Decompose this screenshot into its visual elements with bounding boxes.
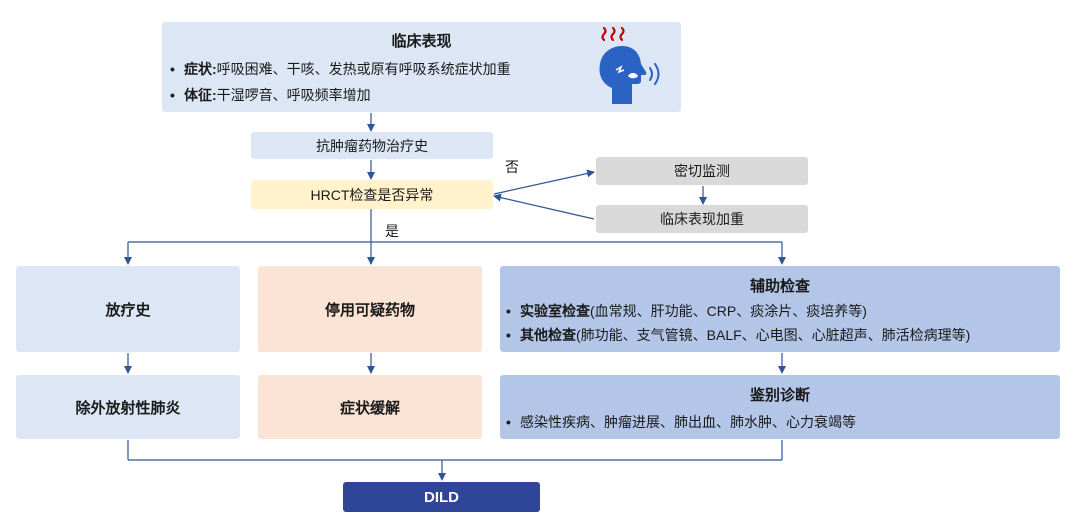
hrct-label: HRCT检查是否异常 [310,186,434,203]
radiotherapy-box: 放疗史 [16,266,240,352]
aux-exam-box: 辅助检查 •实验室检查(血常规、肝功能、CRP、痰涂片、痰培养等) •其他检查(… [500,266,1060,352]
dild-label: DILD [424,488,459,506]
hrct-box: HRCT检查是否异常 [251,180,493,209]
no-label: 否 [505,159,519,175]
stop-drug-box: 停用可疑药物 [258,266,482,352]
radiotherapy-label: 放疗史 [105,301,151,319]
symptoms-line: •症状:呼吸困难、干咳、发热或原有呼吸系统症状加重 [170,61,511,77]
aux-title: 辅助检查 [749,278,810,295]
arrow-worsening-to-hrct [493,193,595,220]
lab-exam-label: 实验室检查 [520,303,590,319]
other-exam-label: 其他检查 [520,327,576,343]
exclude-rp-box: 除外放射性肺炎 [16,375,240,439]
worsening-box: 临床表现加重 [596,205,808,233]
lab-exam-line: •实验室检查(血常规、肝功能、CRP、痰涂片、痰培养等) [506,303,867,319]
diff-line: •感染性疾病、肿瘤进展、肺出血、肺水肿、心力衰竭等 [506,414,856,430]
clinical-manifestation-box: 临床表现 •症状:呼吸困难、干咳、发热或原有呼吸系统症状加重 •体征:干湿啰音、… [162,22,681,112]
diff-text: 感染性疾病、肿瘤进展、肺出血、肺水肿、心力衰竭等 [520,414,856,430]
signs-label: 体征: [184,87,217,103]
monitor-box: 密切监测 [596,157,808,185]
coughing-person-icon [599,26,660,104]
signs-text: 干湿啰音、呼吸频率增加 [216,87,371,103]
symptoms-label: 症状: [184,61,217,77]
other-exam-text: (肺功能、支气管镜、BALF、心电图、心脏超声、肺活检病理等) [576,327,971,343]
monitor-label: 密切监测 [674,163,730,179]
symptoms-text: 呼吸困难、干咳、发热或原有呼吸系统症状加重 [216,61,511,77]
exclude-rp-label: 除外放射性肺炎 [75,399,181,417]
differential-diagnosis-box: 鉴别诊断 •感染性疾病、肿瘤进展、肺出血、肺水肿、心力衰竭等 [500,375,1060,439]
drug-history-box: 抗肿瘤药物治疗史 [251,132,493,159]
relief-box: 症状缓解 [258,375,482,439]
drug-history-label: 抗肿瘤药物治疗史 [316,137,428,154]
clinical-title: 临床表现 [391,33,452,50]
dild-box: DILD [343,482,540,512]
other-exam-line: •其他检查(肺功能、支气管镜、BALF、心电图、心脏超声、肺活检病理等) [506,327,971,343]
yes-label: 是 [385,223,399,239]
diff-title: 鉴别诊断 [749,387,810,404]
worsening-label: 临床表现加重 [660,211,744,227]
arrow-hrct-to-monitor [493,169,595,195]
stop-drug-label: 停用可疑药物 [324,301,415,319]
relief-label: 症状缓解 [339,399,400,417]
signs-line: •体征:干湿啰音、呼吸频率增加 [170,87,371,103]
lab-exam-text: (血常规、肝功能、CRP、痰涂片、痰培养等) [590,303,867,319]
